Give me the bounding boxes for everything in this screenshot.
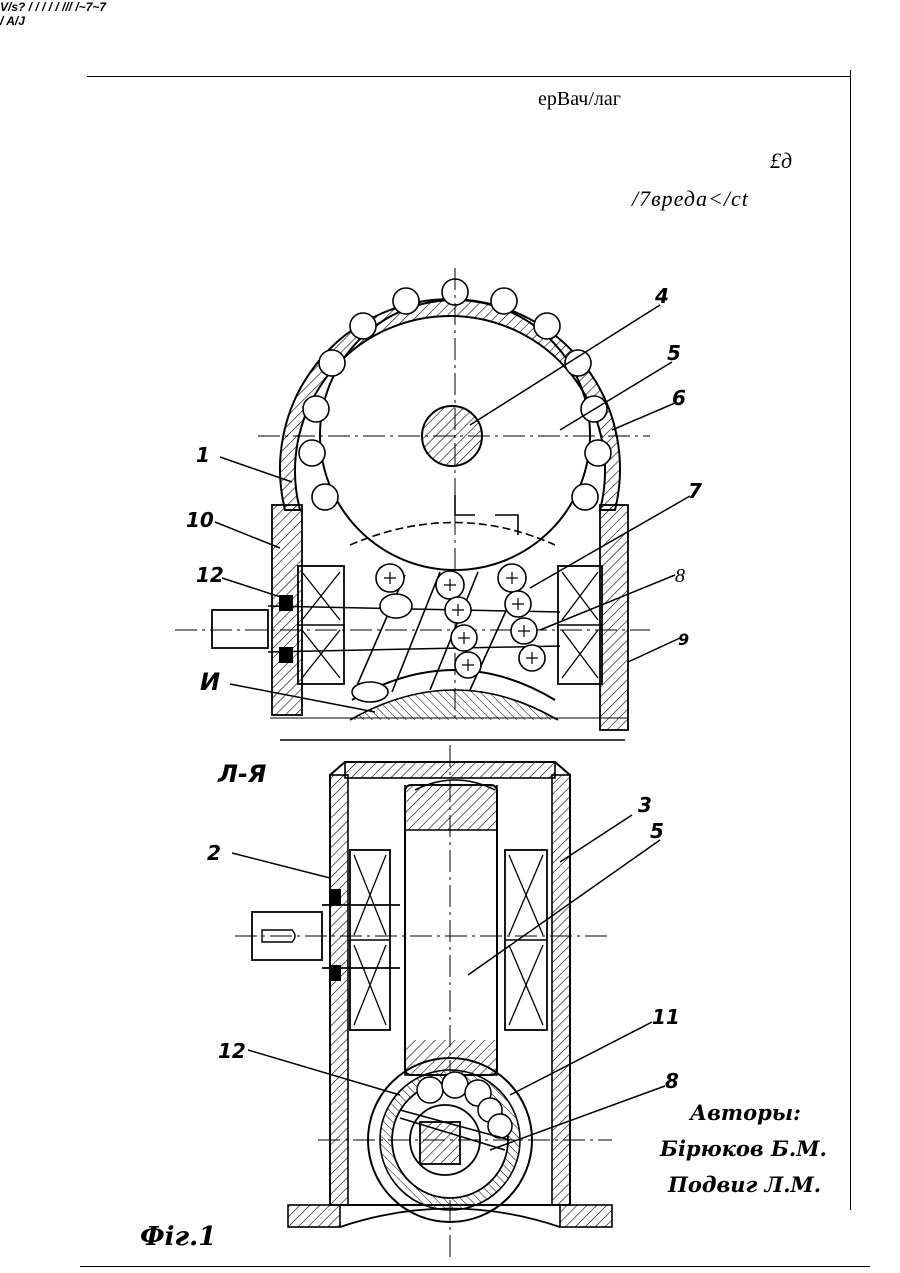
callout-top-6: 6 bbox=[672, 386, 686, 410]
callout-bottom-3: 3 bbox=[638, 793, 652, 817]
top-view bbox=[175, 268, 650, 740]
callout-top-10: 10 bbox=[186, 508, 214, 532]
callout-top-12: 12 bbox=[196, 563, 224, 587]
callout-top-8: 8 bbox=[675, 565, 685, 587]
callout-bottom-11: 11 bbox=[652, 1005, 680, 1029]
figure-label: Фіг.1 bbox=[140, 1222, 216, 1252]
callout-top-11: И bbox=[200, 668, 220, 696]
author-name-2: Подвиг Л.М. bbox=[660, 1167, 827, 1203]
section-label: Л-Я bbox=[218, 760, 266, 788]
callout-bottom-5: 5 bbox=[650, 819, 664, 843]
callout-bottom-12: 12 bbox=[218, 1039, 246, 1063]
callout-top-9: 9 bbox=[678, 630, 689, 649]
author-name-1: Бірюков Б.М. bbox=[660, 1131, 827, 1167]
callout-top-5: 5 bbox=[667, 341, 681, 365]
callout-bottom-8: 8 bbox=[665, 1069, 679, 1093]
authors-heading: Авторы: bbox=[660, 1095, 827, 1131]
bottom-view bbox=[235, 745, 612, 1260]
callout-top-4: 4 bbox=[654, 284, 669, 308]
callout-bottom-2: 2 bbox=[207, 841, 221, 865]
callout-top-1: 1 bbox=[196, 443, 210, 467]
callout-top-7: 7 bbox=[688, 479, 702, 503]
authors-block: Авторы: Бірюков Б.М. Подвиг Л.М. bbox=[660, 1095, 827, 1203]
